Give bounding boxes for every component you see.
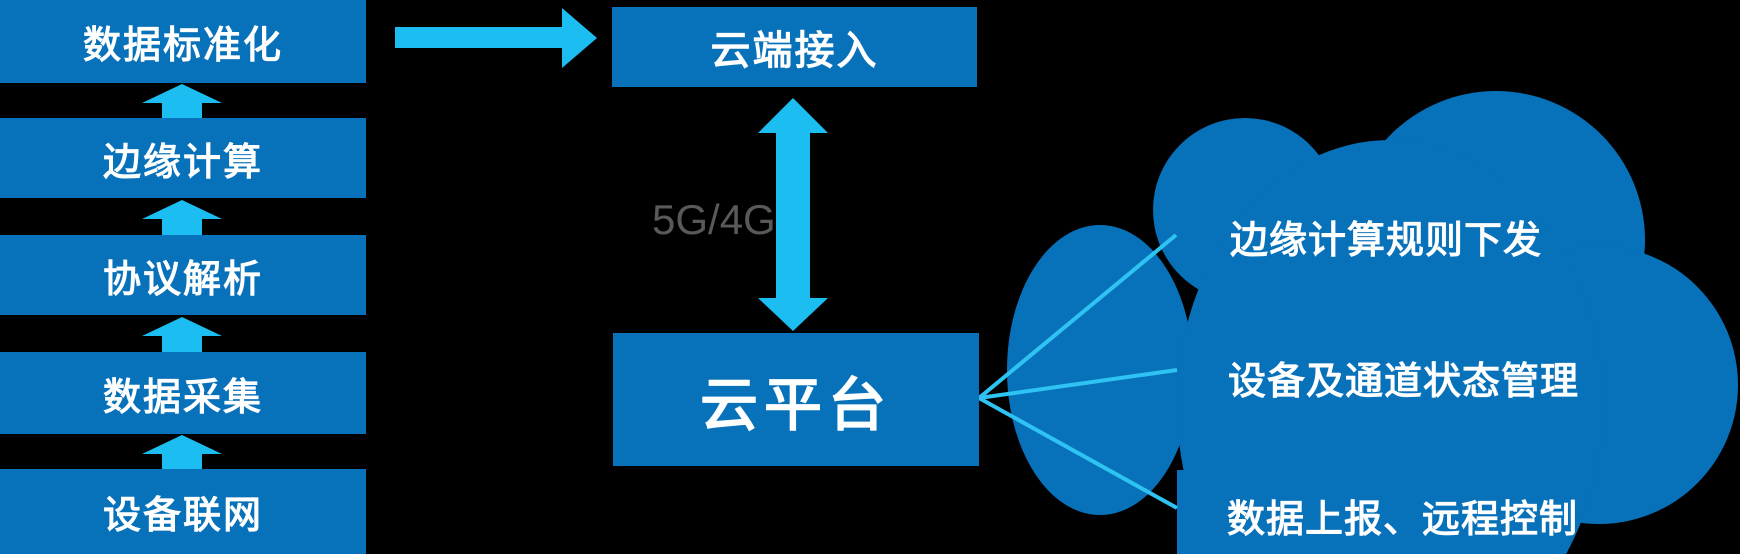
cloud-body bbox=[1177, 140, 1603, 554]
up-arrow-icon bbox=[142, 435, 222, 469]
pipeline-box-edge-computing: 边缘计算 bbox=[0, 118, 366, 198]
connector-line-bottom bbox=[978, 396, 1178, 510]
cloud-left-lobe bbox=[1007, 225, 1193, 515]
platform-box: 云平台 bbox=[613, 333, 979, 466]
pipeline-box-data-standardization: 数据标准化 bbox=[0, 0, 366, 83]
cloud-access-label: 云端接入 bbox=[710, 29, 879, 73]
pipeline-box-data-collection: 数据采集 bbox=[0, 352, 366, 434]
pipeline-box-protocol-parsing: 协议解析 bbox=[0, 235, 366, 315]
pipeline-up-arrows bbox=[142, 84, 222, 469]
cloud-item-device-channel-status: 设备及通道状态管理 bbox=[1228, 361, 1580, 403]
pipeline-box-label: 数据标准化 bbox=[82, 25, 283, 67]
double-arrow-icon bbox=[758, 98, 828, 331]
cloud-shape bbox=[1007, 91, 1738, 554]
platform-label: 云平台 bbox=[699, 372, 892, 438]
up-arrow-icon bbox=[142, 200, 222, 235]
connector-line-top bbox=[977, 233, 1178, 400]
cloud-item-edge-rule-dispatch: 边缘计算规则下发 bbox=[1230, 220, 1543, 262]
link-label: 5G/4G bbox=[652, 196, 776, 243]
up-arrow-icon bbox=[142, 84, 222, 118]
up-arrow-icon bbox=[142, 317, 222, 352]
platform-to-cloud-connector-lines bbox=[977, 233, 1178, 510]
pipeline-box-label: 设备联网 bbox=[102, 495, 263, 537]
pipeline-box-label: 数据采集 bbox=[102, 376, 263, 419]
pipeline-box-label: 边缘计算 bbox=[102, 141, 263, 184]
connector-line-middle bbox=[978, 368, 1178, 400]
pipeline-box-label: 协议解析 bbox=[102, 258, 263, 301]
right-arrow-icon bbox=[395, 8, 597, 68]
cloud-item-data-report-remote-control: 数据上报、远程控制 bbox=[1227, 499, 1579, 541]
pipeline-box-device-networking: 设备联网 bbox=[0, 469, 366, 554]
cloud-access-box: 云端接入 bbox=[612, 7, 977, 87]
cloud-body-base bbox=[1177, 470, 1407, 554]
